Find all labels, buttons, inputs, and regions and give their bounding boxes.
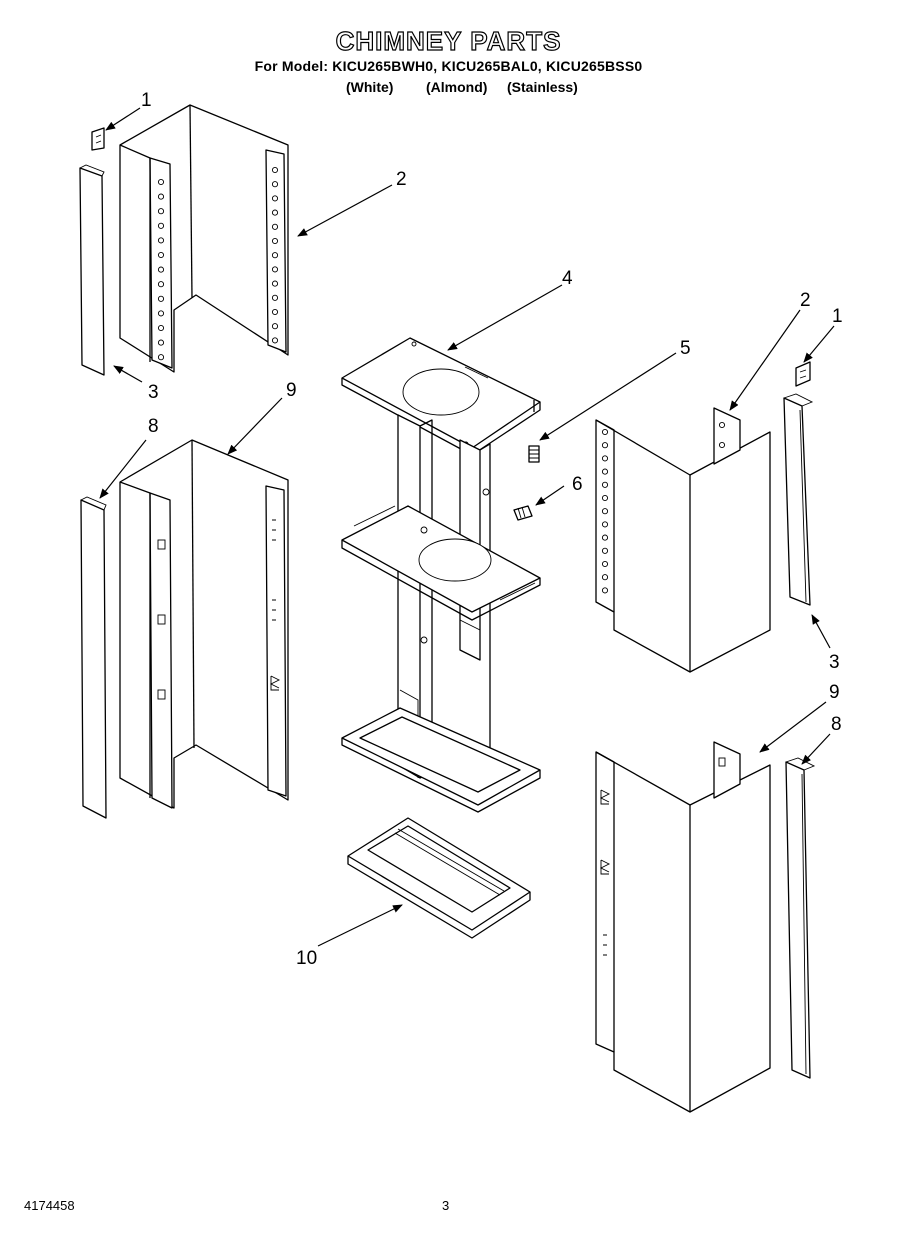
mounting-hole [601,560,609,568]
leader-5 [539,352,677,441]
callout-9-left: 9 [286,380,297,401]
callout-5: 5 [680,338,691,359]
mounting-hole [157,339,165,346]
part-1-clip-right [795,361,811,387]
mounting-hole [601,428,609,436]
mounting-hole [271,337,279,344]
part-8-trim-right [785,757,816,1079]
mounting-hole [271,223,279,230]
leader-8b [801,733,831,765]
part-2-upper-chimney-cover-left [119,104,289,373]
leader-8a [99,439,147,499]
mounting-hole [157,193,165,200]
mounting-hole [601,455,609,462]
mounting-hole [601,468,609,475]
callout-2-right: 2 [800,290,811,311]
part-2-upper-chimney-cover-right [595,407,771,673]
part-6-screw [513,505,533,521]
mounting-hole [271,266,279,273]
leader-2b [729,309,801,411]
part-9-lower-chimney-cover-right [595,741,771,1113]
leader-9a [227,397,283,455]
page-title: CHIMNEY PARTS [335,25,562,56]
leader-1b [803,325,835,363]
part-4-support-frame [341,337,541,813]
mounting-hole [157,324,165,332]
mounting-hole [271,308,279,316]
leader-3a [113,365,143,383]
mounting-hole [601,534,609,541]
mounting-hole [271,280,279,287]
mounting-hole [157,251,165,259]
leader-2a [297,184,393,237]
part-1-clip-upper-left [91,127,105,151]
callout-2-upper-left: 2 [396,169,407,190]
leader-6 [535,485,565,506]
leader-4 [447,284,563,351]
mounting-hole [271,209,279,216]
callout-8-left: 8 [148,416,159,437]
mounting-hole [271,323,279,330]
callout-10: 10 [296,948,317,969]
mounting-hole [601,574,609,581]
mounting-hole [157,208,165,215]
callout-8-right: 8 [831,714,842,735]
mounting-hole [157,222,165,229]
part-3-trim-upper-left [79,164,105,376]
part-5-screw [528,400,540,463]
callout-3-right: 3 [829,652,840,673]
leader-10 [317,904,403,947]
callout-1-upper-left: 1 [141,90,152,111]
callout-4: 4 [562,268,573,289]
mounting-hole [157,281,165,288]
document-number: 4174458 [24,1198,75,1213]
mounting-hole [271,195,279,202]
mounting-hole [601,521,609,528]
mounting-hole [601,508,609,515]
mounting-hole [157,178,165,186]
mounting-hole [271,166,279,174]
part-9-lower-chimney-cover-left [119,439,289,809]
part-10-tray [347,817,531,939]
mounting-hole [271,294,279,301]
mounting-hole [601,494,609,502]
mounting-hole [271,181,279,188]
leader-3b [811,614,831,649]
callout-9-right: 9 [829,682,840,703]
mounting-hole [157,295,165,302]
mounting-hole [601,547,609,554]
finish-label-almond: (Almond) [426,79,488,95]
mounting-hole [271,237,279,245]
part-3-trim-right [783,393,814,606]
callout-6: 6 [572,474,583,495]
mounting-hole [601,587,609,594]
mounting-hole [157,266,165,273]
page-number: 3 [442,1198,450,1213]
mounting-hole [271,252,279,259]
model-numbers: For Model: KICU265BWH0, KICU265BAL0, KIC… [254,58,643,74]
mounting-hole [601,442,609,449]
finish-label-white: (White) [346,79,394,95]
leader-9b [759,701,827,753]
mounting-hole [601,481,609,488]
mounting-hole [157,237,165,244]
callout-1-right: 1 [832,306,843,327]
callout-3-upper-left: 3 [148,382,159,403]
finish-label-stainless: (Stainless) [507,79,578,95]
part-8-trim-lower-left [80,496,107,819]
leader-1a [105,107,141,131]
mounting-hole [157,310,165,317]
mounting-hole [157,354,165,361]
